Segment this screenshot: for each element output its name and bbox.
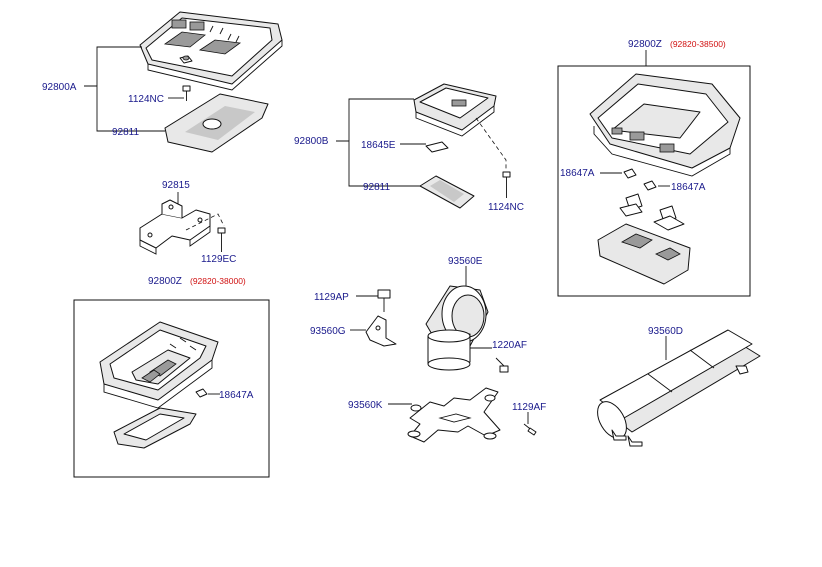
bulb-18647A-right-a xyxy=(623,168,637,179)
label-92800A: 92800A xyxy=(42,82,77,93)
label-92811-b: 92811 xyxy=(363,182,391,193)
bulb-18645E xyxy=(425,141,449,153)
overhead-console-92800A xyxy=(139,11,283,91)
label-92800Z-left-part-number: (92820-38000) xyxy=(190,276,246,286)
label-93560E: 93560E xyxy=(448,256,483,267)
label-92800Z-left: 92800Z xyxy=(148,276,182,287)
group-92800Z-right: 92800Z (92820-38500) 18647A 18647A xyxy=(557,39,751,297)
bracket-92815 xyxy=(139,199,211,255)
label-93560K: 93560K xyxy=(348,400,383,411)
lens-92811-b xyxy=(419,175,475,209)
screw-1124NC-b xyxy=(502,171,511,187)
screw-1129EC xyxy=(217,227,226,245)
group-93560: 1129AP 93560G 93560E 1220AF 93560K 1129A… xyxy=(310,256,546,443)
box-92800Z-left xyxy=(73,299,270,478)
bulb-18647A-left xyxy=(195,388,208,398)
label-1129AF: 1129AF xyxy=(512,402,546,413)
label-1220AF: 1220AF xyxy=(492,340,527,351)
label-93560G: 93560G xyxy=(310,326,346,337)
light-bar-93560D xyxy=(597,329,761,447)
label-92800Z-right: 92800Z xyxy=(628,39,662,50)
label-18645E: 18645E xyxy=(361,140,396,151)
screw-1220AF xyxy=(495,357,509,373)
label-93560D: 93560D xyxy=(648,326,683,337)
label-1124NC-a: 1124NC xyxy=(128,94,164,105)
label-1129EC: 1129EC xyxy=(201,254,236,265)
overhead-console-92800Z-left xyxy=(99,321,219,409)
group-92800Z-left: 92800Z (92820-38000) 18647A xyxy=(73,276,270,478)
bulb-18647A-right-b xyxy=(643,180,657,191)
lens-92800Z-right xyxy=(597,223,691,285)
screw-1129AF xyxy=(523,423,537,436)
bracket-93560G xyxy=(365,315,397,347)
lens-92800Z-left xyxy=(113,407,197,449)
group-92800A: 92800A 1124NC 92811 xyxy=(42,11,283,153)
label-18647A-right-left: 18647A xyxy=(560,168,595,179)
bolt-1129AP xyxy=(377,289,391,312)
overhead-console-92800Z-right xyxy=(589,73,741,177)
mount-plate-93560K xyxy=(407,387,501,443)
label-1129AP: 1129AP xyxy=(314,292,349,303)
label-18647A-left-box: 18647A xyxy=(219,390,254,401)
group-92800B: 92800B 18645E 92811 1124NC xyxy=(294,83,524,213)
label-1124NC-b: 1124NC xyxy=(488,202,524,213)
box-92800Z-right xyxy=(557,65,751,297)
label-92800Z-right-part-number: (92820-38500) xyxy=(670,39,726,49)
group-93560D: 93560D xyxy=(597,326,761,447)
label-92811-a: 92811 xyxy=(112,127,140,138)
label-18647A-right-right: 18647A xyxy=(671,182,706,193)
lens-92811-a xyxy=(164,93,269,153)
label-92815: 92815 xyxy=(162,180,190,191)
map-lamp-92800B xyxy=(413,83,497,137)
screw-1124NC-a xyxy=(182,85,191,101)
spotlight-93560E xyxy=(425,285,489,371)
label-92800B: 92800B xyxy=(294,136,329,147)
switches-92800Z-right xyxy=(619,193,685,231)
group-92815: 92815 1129EC xyxy=(139,180,236,265)
